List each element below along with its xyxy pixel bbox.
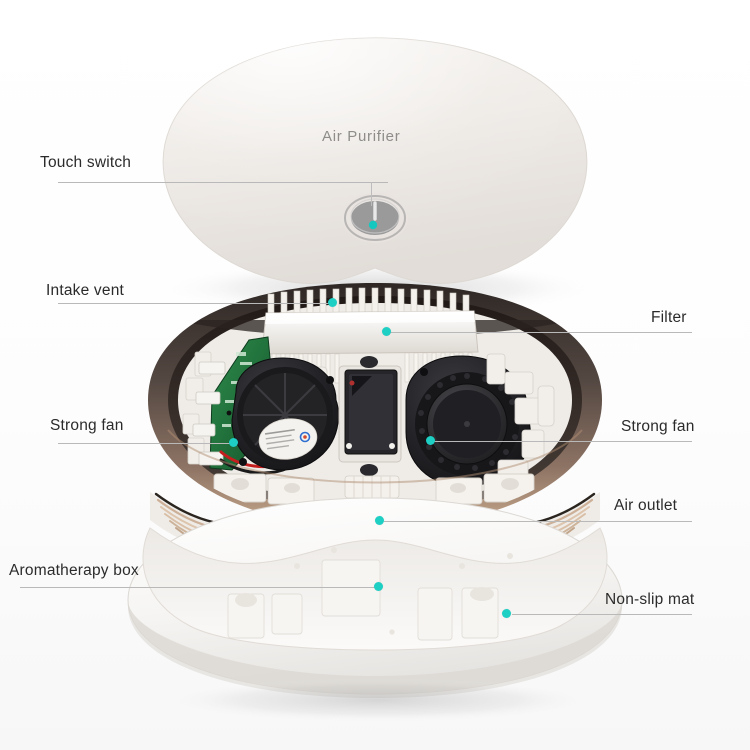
callout-dot-strong-fan-right xyxy=(426,436,435,445)
callout-line-touch-switch xyxy=(58,182,388,183)
callout-dot-intake-vent xyxy=(328,298,337,307)
callout-label-aromatherapy-box: Aromatherapy box xyxy=(9,562,139,579)
power-button-graphic xyxy=(342,193,408,243)
callout-line-aromatherapy-box xyxy=(20,587,375,588)
callout-label-touch-switch: Touch switch xyxy=(40,154,132,171)
callout-drop-touch-switch xyxy=(371,182,372,206)
callout-label-non-slip-mat: Non-slip mat xyxy=(605,591,695,608)
purifier-base xyxy=(127,497,623,698)
right-plastic-mounts xyxy=(486,353,555,485)
filter-unit xyxy=(261,287,479,384)
lid-brand-text: Air Purifier xyxy=(322,128,401,145)
purifier-body xyxy=(148,283,602,528)
callout-dot-air-outlet xyxy=(375,516,384,525)
callout-label-strong-fan-left: Strong fan xyxy=(50,417,124,434)
callout-label-strong-fan-right: Strong fan xyxy=(621,418,695,435)
callout-line-strong-fan-right xyxy=(434,441,692,442)
callout-line-strong-fan-left xyxy=(58,443,236,444)
callout-dot-aromatherapy-box xyxy=(374,582,383,591)
callout-label-intake-vent: Intake vent xyxy=(46,282,125,299)
callout-label-filter: Filter xyxy=(651,309,687,326)
purifier-lid xyxy=(162,37,588,284)
centre-module xyxy=(338,356,402,499)
callout-line-air-outlet xyxy=(384,521,692,522)
callout-line-filter xyxy=(390,332,692,333)
callout-dot-strong-fan-left xyxy=(229,438,238,447)
callout-dot-filter xyxy=(382,327,391,336)
base-shadow xyxy=(160,678,596,722)
callout-dot-non-slip-mat xyxy=(502,609,511,618)
left-blower-fan xyxy=(231,357,340,471)
callout-line-non-slip-mat xyxy=(512,614,692,615)
callout-line-intake-vent xyxy=(58,303,332,304)
callout-label-air-outlet: Air outlet xyxy=(614,497,678,514)
